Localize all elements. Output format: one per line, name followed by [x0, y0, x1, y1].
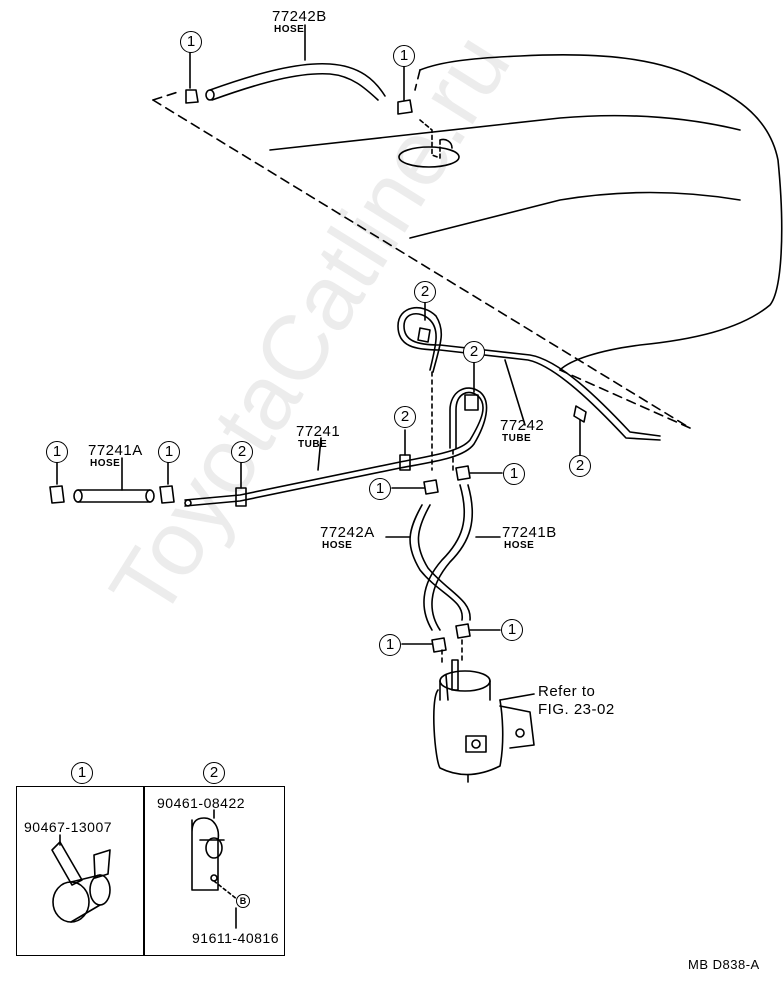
reference-line1: Refer to — [538, 683, 596, 700]
legend-callout-1: 1 — [71, 762, 93, 784]
legend-clip-part: 90461-08422 — [157, 795, 246, 811]
figure-code: MB D838-A — [688, 957, 760, 972]
callout-1-left: 1 — [46, 441, 68, 463]
hose-77242b — [185, 62, 413, 115]
label-77242: 77242 — [500, 417, 545, 434]
callout-1-top-right: 1 — [393, 45, 415, 67]
tube-77242 — [397, 307, 661, 441]
label-77242b-type: HOSE — [274, 24, 305, 35]
label-77241b: 77241B — [502, 524, 557, 541]
label-77242a: 77242A — [320, 524, 375, 541]
label-77242b: 77242B — [272, 8, 327, 25]
callout-1-top-left: 1 — [180, 31, 202, 53]
clamp-drawing — [51, 834, 111, 923]
reservoir-tank — [433, 659, 535, 783]
hose-77241b — [423, 484, 474, 631]
label-77241-type: TUBE — [298, 439, 328, 450]
clip-drawing — [191, 809, 239, 929]
legend-screw-part: 91611-40816 — [192, 930, 279, 946]
label-77241a: 77241A — [88, 442, 143, 459]
tube-77241 — [184, 387, 488, 507]
legend-divider — [143, 786, 145, 956]
callout-1-center-left: 1 — [369, 478, 391, 500]
label-77241a-type: HOSE — [90, 458, 121, 469]
hose-77242a — [409, 504, 471, 621]
legend-callout-2: 2 — [203, 762, 225, 784]
callout-2-right: 2 — [569, 455, 591, 477]
callout-2-left: 2 — [231, 441, 253, 463]
legend-clamp-part: 90467-13007 — [24, 819, 113, 835]
label-77242-type: TUBE — [502, 433, 532, 444]
callout-1-center-right: 1 — [503, 463, 525, 485]
callout-2-mid: 2 — [463, 341, 485, 363]
callout-1-left-b: 1 — [158, 441, 180, 463]
label-77241: 77241 — [296, 423, 341, 440]
label-77242a-type: HOSE — [322, 540, 353, 551]
callout-1-lower-right: 1 — [501, 619, 523, 641]
hose-77241a — [49, 485, 175, 504]
callout-2-tube-clip: 2 — [394, 406, 416, 428]
callout-2-upper: 2 — [414, 281, 436, 303]
label-77241b-type: HOSE — [504, 540, 535, 551]
callout-1-lower-left: 1 — [379, 634, 401, 656]
fuel-tank — [152, 54, 783, 429]
legend-box — [16, 786, 285, 956]
reference-line2: FIG. 23-02 — [538, 701, 615, 718]
legend-callout-b: B — [236, 894, 250, 908]
